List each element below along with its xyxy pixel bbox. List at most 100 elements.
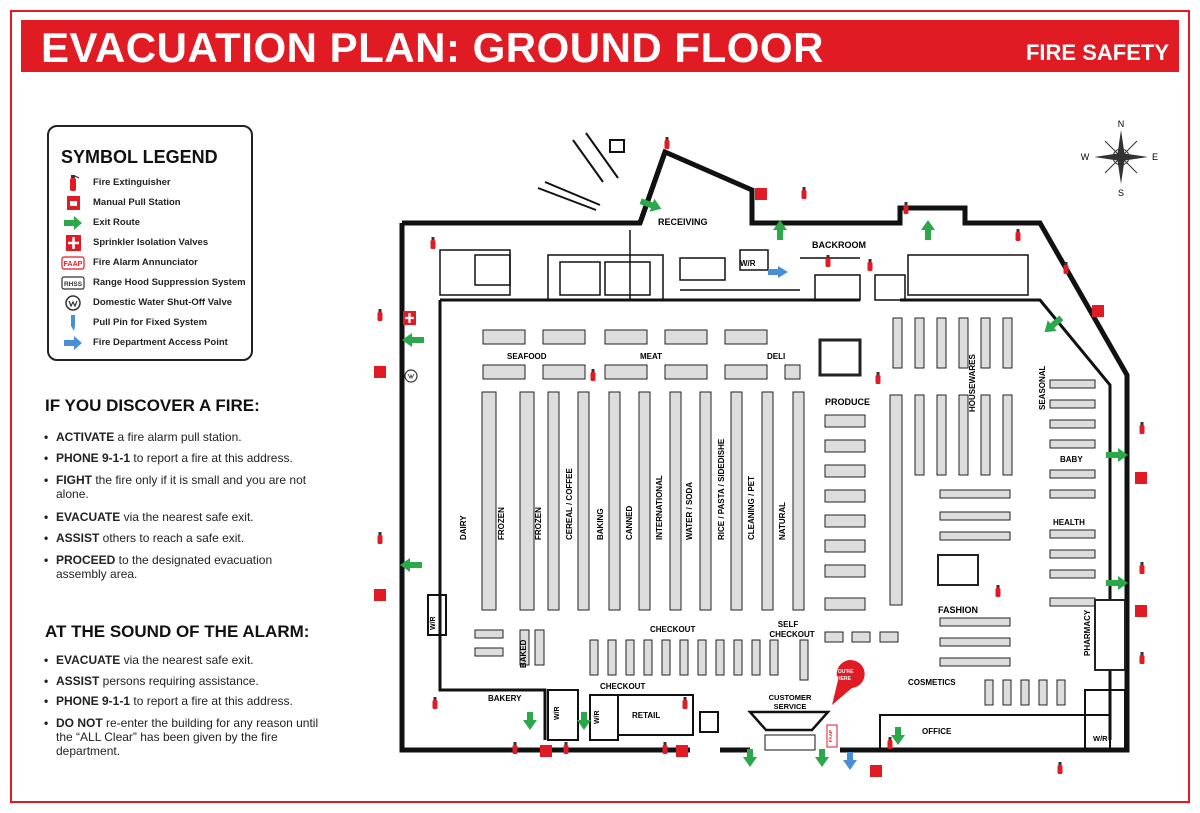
bakery-label: BAKERY (488, 694, 522, 703)
cosmetics-label: COSMETICS (908, 678, 956, 687)
svg-text:S: S (1118, 188, 1124, 198)
wr-office-label: W/R (1093, 734, 1108, 743)
aisle-shelf (638, 391, 651, 611)
discover-bullet: ACTIVATE a fire alarm pull station. (44, 430, 336, 444)
aisle-shelf (608, 391, 621, 611)
service-counters (482, 329, 862, 380)
svg-text:N: N (1118, 119, 1125, 129)
svg-text:RHSS: RHSS (64, 281, 83, 288)
alarm-bullet: ASSIST persons requiring assistance. (44, 674, 336, 688)
legend-item-water-valve: Domestic Water Shut-Off Valve (61, 294, 261, 312)
aisle-label: BAKING (596, 508, 605, 540)
aisle-label: FROZEN (497, 507, 506, 540)
fire-extinguisher-icon (1139, 562, 1145, 574)
alarm-heading: AT THE SOUND OF THE ALARM: (45, 622, 310, 641)
health-label: HEALTH (1053, 518, 1085, 527)
discover-bullet: ASSIST others to reach a safe exit. (44, 531, 336, 545)
aisle-shelf (792, 391, 805, 611)
wr-side-label: W/R (430, 616, 437, 630)
water-valve-icon (404, 369, 418, 383)
aisle-label: WATER / SODA (685, 482, 694, 540)
fire-extinguisher-icon (1139, 652, 1145, 664)
alarm-bullet: PHONE 9-1-1 to report a fire at this add… (44, 694, 336, 708)
fire-extinguisher-icon (377, 309, 383, 321)
wr-front2-label: W/R (594, 710, 601, 724)
receiving-wall (637, 151, 668, 224)
legend-item-faap: FAAP Fire Alarm Annunciator (61, 254, 261, 272)
page-title: EVACUATION PLAN: GROUND FLOOR (41, 24, 824, 71)
produce-tables (824, 394, 903, 611)
aisle-shelf (761, 391, 774, 611)
faap-panel-icon: FAAP (826, 724, 838, 748)
general-merch-racks (892, 317, 1126, 706)
receiving-label: RECEIVING (658, 217, 708, 227)
loading-dock (537, 132, 625, 211)
title-banner: EVACUATION PLAN: GROUND FLOOR FIRE SAFET… (21, 20, 1179, 72)
exit-route-arrows (400, 198, 1128, 767)
checkout-front-label: CHECKOUT (600, 682, 645, 691)
office-label: OFFICE (922, 727, 952, 736)
legend-item-rhss: RHSS Range Hood Suppression System (61, 274, 261, 292)
legend-item-extinguisher: Fire Extinguisher (61, 174, 261, 192)
discover-bullet: EVACUATE via the nearest safe exit. (44, 510, 336, 524)
backroom-partitions (439, 230, 1029, 301)
fd-access-arrow-icon (64, 336, 82, 350)
wr-label: W/R (740, 259, 756, 268)
pharmacy-label: PHARMACY (1083, 609, 1092, 656)
aisle-shelf (669, 391, 682, 611)
wr-front-label: W/R (554, 706, 561, 720)
checkout-lanes (474, 629, 899, 681)
aisle-label: NATURAL (778, 502, 787, 540)
fire-extinguisher-icon (664, 137, 670, 149)
checkout-label: CHECKOUT (650, 625, 695, 634)
legend-item-sprinkler: Sprinkler Isolation Valves (61, 234, 261, 252)
alarm-bullet: DO NOT re-enter the building for any rea… (44, 716, 326, 758)
compass-rose-icon: N S E W (1081, 119, 1158, 198)
discover-bullet: PHONE 9-1-1 to report a fire at this add… (44, 451, 336, 465)
fire-extinguisher-icon (875, 372, 881, 384)
page-frame (10, 10, 1190, 803)
fire-extinguisher-icon (512, 742, 518, 754)
fd-access-arrow-icon (768, 266, 788, 278)
fire-extinguisher-icon (682, 697, 688, 709)
alarm-bullet: EVACUATE via the nearest safe exit. (44, 653, 336, 667)
fire-extinguisher-icon (563, 742, 569, 754)
fire-extinguisher-icon (903, 202, 909, 214)
legend-item-pull-station: Manual Pull Station (61, 194, 261, 212)
aisle-shelf (519, 391, 535, 611)
faap-icon: FAAP (61, 256, 85, 270)
aisle-label: RICE / PASTA / SIDEDISHE (717, 438, 726, 540)
fire-extinguisher-icon (377, 532, 383, 544)
water-valve-icon (65, 295, 81, 311)
fire-extinguisher-icon (662, 742, 668, 754)
aisle-label: INTERNATIONAL (655, 475, 664, 540)
svg-text:FAAP: FAAP (64, 261, 83, 268)
front-rooms (427, 594, 1126, 751)
seasonal-label: SEASONAL (1038, 365, 1047, 410)
pull-station-markers (374, 188, 1147, 777)
baby-label: BABY (1060, 455, 1083, 464)
seafood-label: SEAFOOD (507, 352, 547, 361)
youre-here-marker: YOU'RE HERE (832, 660, 865, 705)
produce-label: PRODUCE (825, 397, 870, 407)
aisle-shelf (730, 391, 743, 611)
aisle-label: CEREAL / COFFEE (565, 467, 574, 540)
aisle-shelf (577, 391, 590, 611)
fire-extinguisher-markers (377, 137, 1145, 774)
svg-text:W: W (1081, 152, 1090, 162)
page-subtitle: FIRE SAFETY (1025, 40, 1169, 65)
deli-label: DELI (767, 352, 785, 361)
aisle-label: DAIRY (459, 515, 468, 540)
aisle-label: CLEANING / PET (747, 476, 756, 540)
fire-extinguisher-icon (1057, 762, 1063, 774)
svg-text:HERE: HERE (837, 676, 852, 682)
retail-label: RETAIL (632, 711, 660, 720)
fire-extinguisher-icon (432, 697, 438, 709)
legend-title: SYMBOL LEGEND (61, 147, 218, 167)
legend-item-fd-access: Fire Department Access Point (61, 334, 261, 352)
fire-extinguisher-icon (70, 175, 80, 191)
fire-extinguisher-icon (801, 187, 807, 199)
